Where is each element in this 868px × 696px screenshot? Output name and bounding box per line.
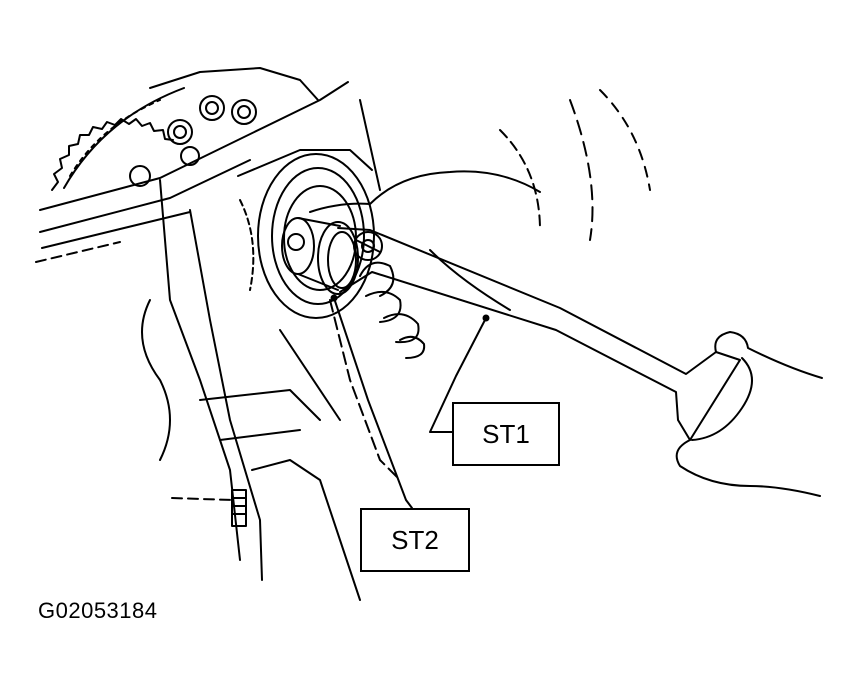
figure-id: G02053184 — [38, 598, 158, 623]
left-hand — [309, 170, 541, 359]
st2-label: ST2 — [360, 508, 470, 572]
st1-label-text: ST1 — [482, 418, 530, 449]
st1-wrench — [337, 227, 741, 441]
engine-block — [35, 67, 651, 601]
leader-lines — [330, 294, 490, 509]
right-hand — [675, 331, 823, 497]
engine-bolts — [129, 95, 257, 187]
st1-leader — [429, 317, 487, 433]
seal-housing — [257, 153, 375, 319]
stud-bolt — [171, 489, 247, 527]
sprocket-gear — [51, 87, 185, 191]
st2-leader — [333, 297, 413, 509]
st2-tool — [281, 217, 359, 295]
st1-label: ST1 — [452, 402, 560, 466]
st2-label-text: ST2 — [391, 524, 439, 555]
